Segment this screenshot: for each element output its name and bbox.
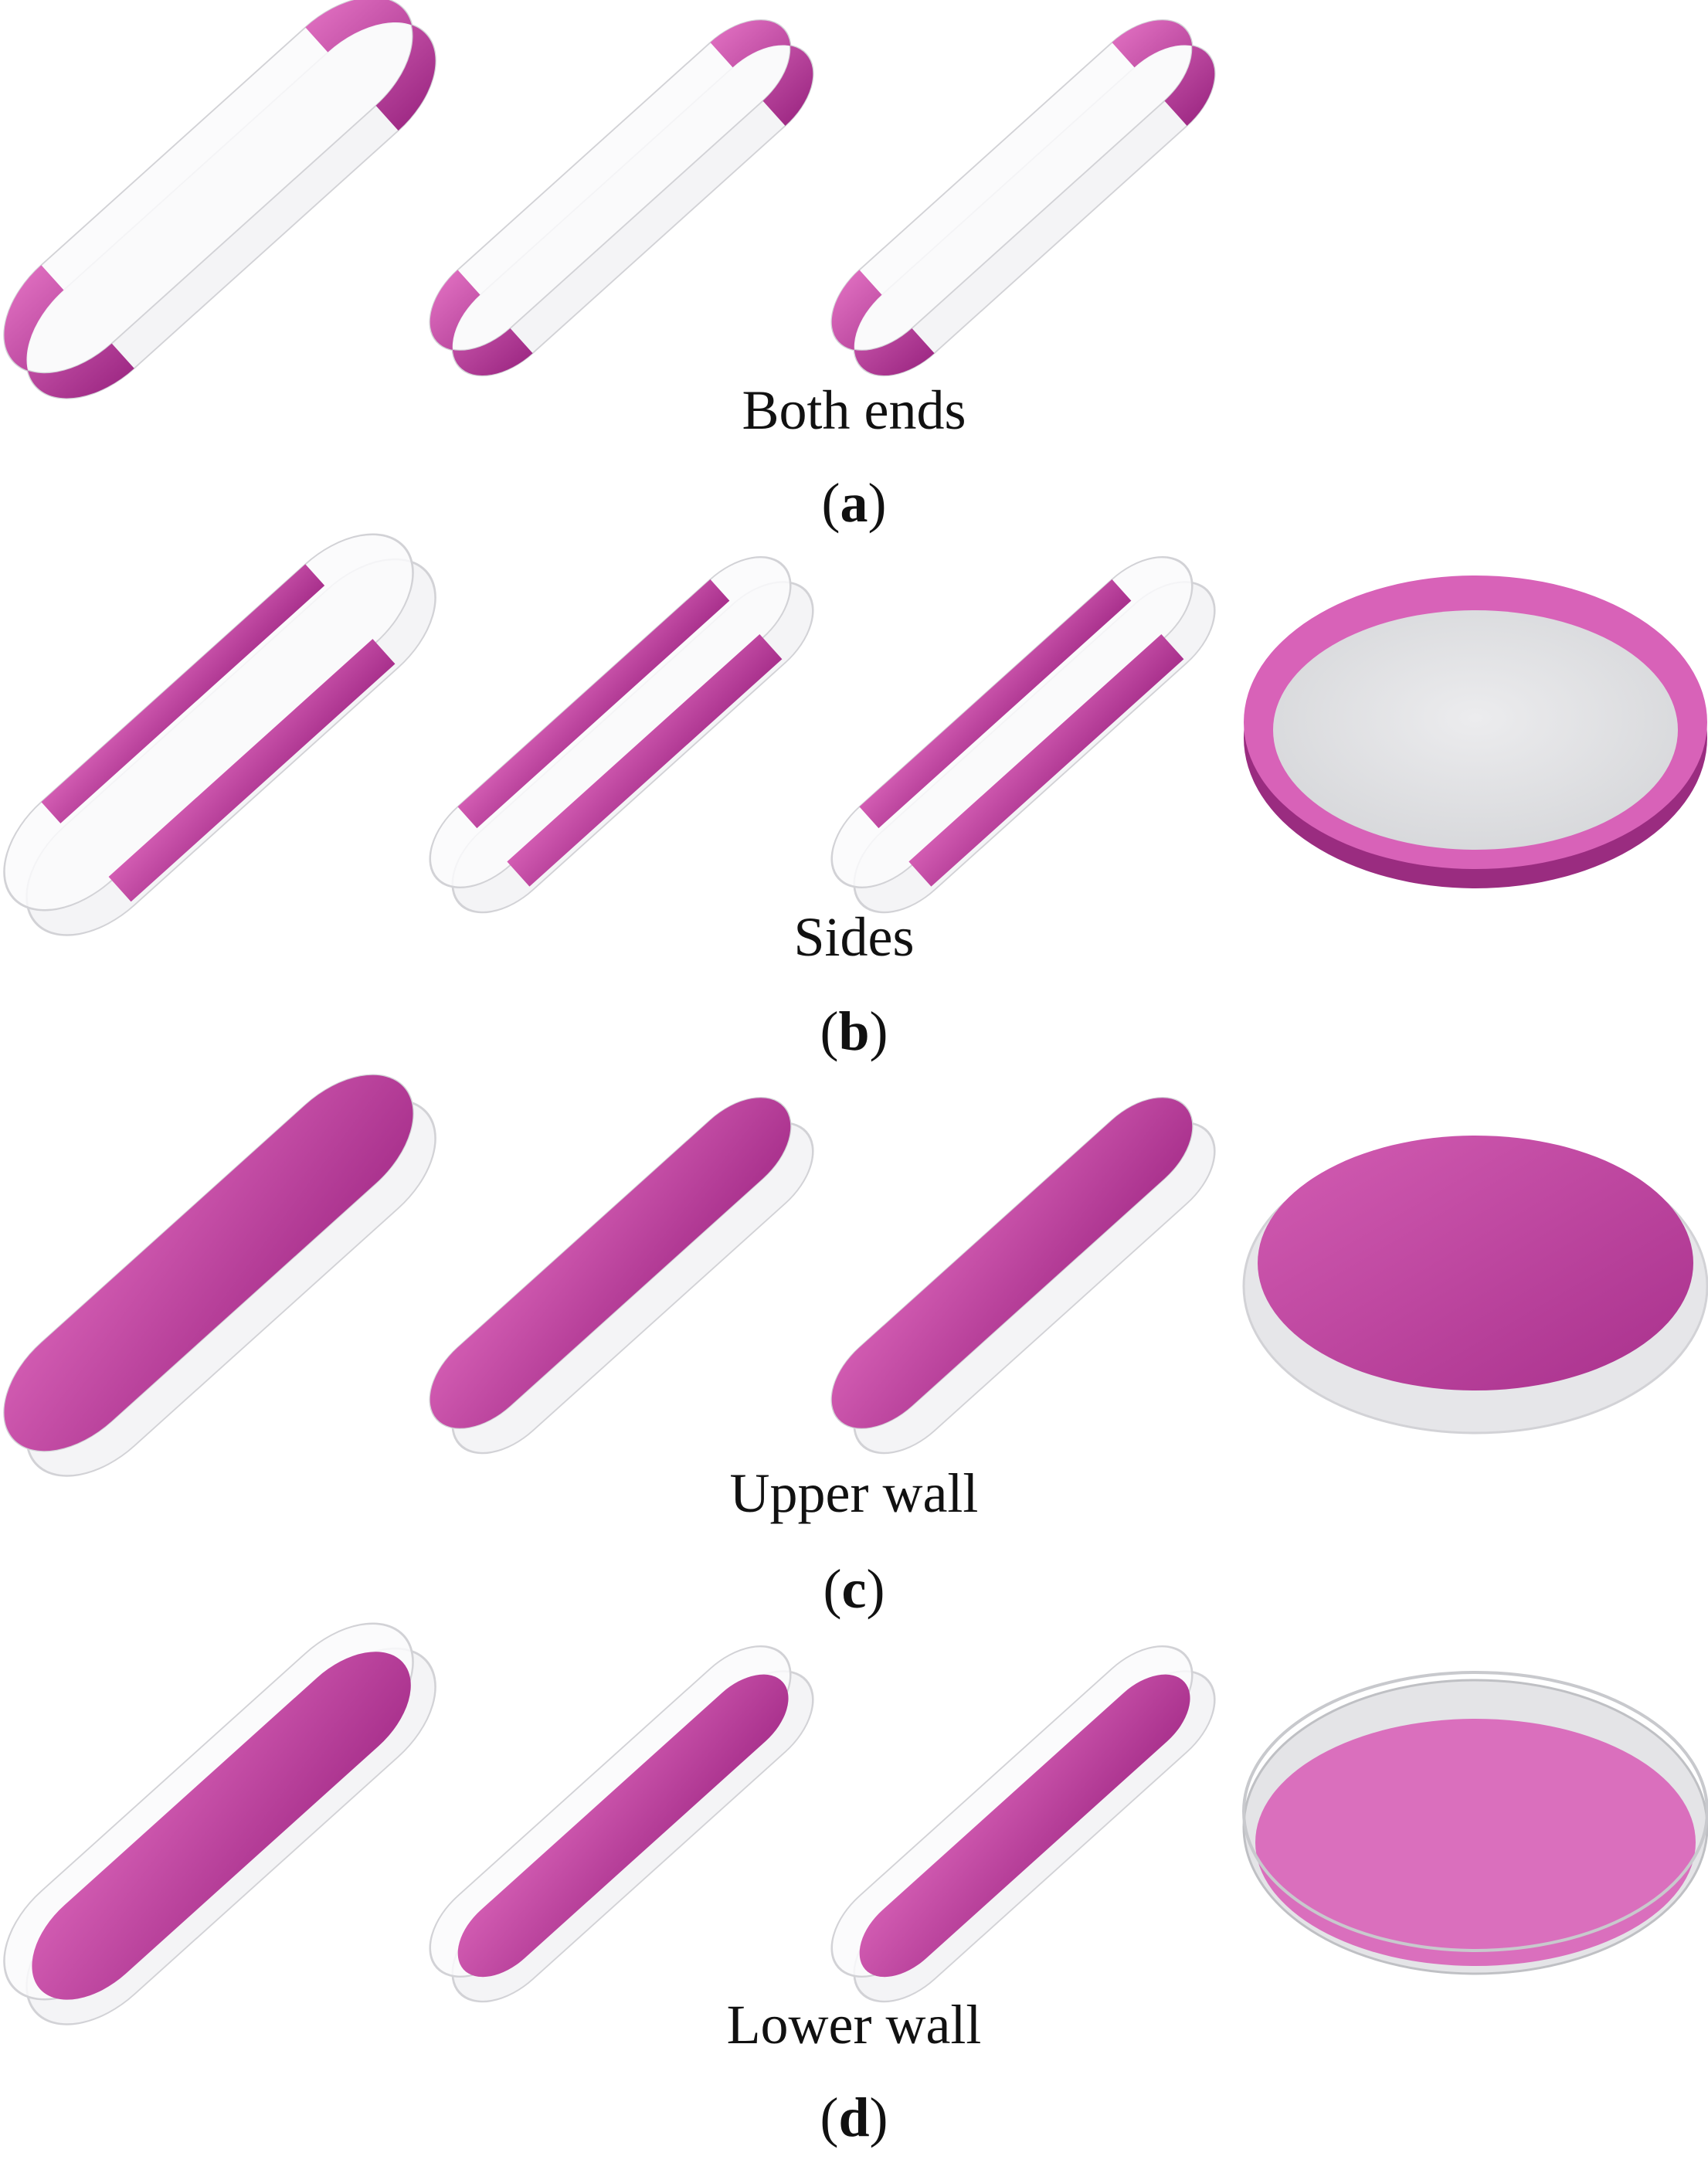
capsule-shell-top bbox=[429, 19, 792, 351]
lower-wall-surface bbox=[32, 1652, 411, 2000]
panel-c-capsule-3 bbox=[830, 1097, 1216, 1455]
disk-inner bbox=[1273, 610, 1678, 850]
capsule-shell-top bbox=[830, 19, 1194, 351]
side-strip-left bbox=[457, 579, 730, 829]
side-strip-right bbox=[108, 639, 396, 902]
upper-wall-surface bbox=[831, 1098, 1193, 1428]
panel-a-title: Both ends bbox=[742, 379, 966, 441]
side-strip-right bbox=[507, 633, 783, 887]
disk-rim bbox=[1242, 1671, 1708, 1952]
capsule-shell-top bbox=[3, 0, 414, 375]
panel-d bbox=[3, 1622, 1708, 2025]
panel-d-title: Lower wall bbox=[726, 1994, 982, 2056]
panel-d-capsule-1 bbox=[3, 1622, 436, 2025]
panel-b-capsule-3 bbox=[830, 556, 1216, 914]
panel-b-letter: b bbox=[838, 1000, 870, 1062]
panel-d-capsule-2 bbox=[429, 1645, 814, 2003]
end-cap-far bbox=[710, 20, 813, 126]
panel-c bbox=[3, 1074, 1708, 1477]
panel-c-disk bbox=[1242, 1136, 1708, 1435]
panel-b-capsule-1 bbox=[3, 533, 436, 936]
end-cap-near bbox=[4, 265, 134, 399]
panel-a-letter: a bbox=[840, 472, 868, 534]
panel-c-capsule-1 bbox=[3, 1074, 436, 1477]
end-cap-near bbox=[430, 270, 533, 376]
end-cap-far bbox=[305, 0, 436, 131]
capsule-shell-top bbox=[830, 556, 1194, 888]
panel-a bbox=[3, 0, 1216, 399]
panel-c-label: (c) bbox=[823, 1558, 885, 1620]
lower-wall-surface bbox=[859, 1674, 1190, 1978]
panel-d-label: (d) bbox=[820, 2086, 888, 2148]
capsule-shell-top bbox=[3, 533, 414, 912]
capsule-shell-top bbox=[429, 556, 792, 888]
panel-d-letter: d bbox=[838, 2086, 870, 2148]
disk-top-highlight bbox=[1258, 1136, 1693, 1390]
panel-a-capsule-1 bbox=[3, 0, 436, 399]
end-cap-far bbox=[1112, 20, 1215, 126]
panel-b bbox=[3, 533, 1707, 936]
panel-a-capsule-3 bbox=[830, 19, 1216, 377]
panel-d-capsule-3 bbox=[830, 1645, 1216, 2003]
disk-bottom-highlight bbox=[1255, 1719, 1696, 1966]
panel-b-disk bbox=[1244, 576, 1707, 888]
side-strip-left bbox=[41, 564, 325, 823]
lower-wall-surface bbox=[457, 1674, 789, 1978]
panel-a-capsule-2 bbox=[429, 19, 814, 377]
panel-c-title: Upper wall bbox=[729, 1462, 979, 1524]
panel-c-letter: c bbox=[841, 1558, 867, 1620]
panel-b-capsule-2 bbox=[429, 556, 814, 914]
panel-a-label: (a) bbox=[821, 472, 887, 534]
panel-c-capsule-2 bbox=[429, 1097, 814, 1455]
upper-wall-surface bbox=[4, 1075, 413, 1451]
upper-wall-surface bbox=[430, 1098, 791, 1428]
panel-d-disk bbox=[1242, 1671, 1708, 1975]
panel-b-title: Sides bbox=[793, 906, 915, 968]
panel-b-label: (b) bbox=[820, 1000, 888, 1062]
end-cap-near bbox=[831, 270, 935, 376]
side-strip-right bbox=[908, 633, 1184, 887]
side-strip-left bbox=[859, 579, 1132, 829]
